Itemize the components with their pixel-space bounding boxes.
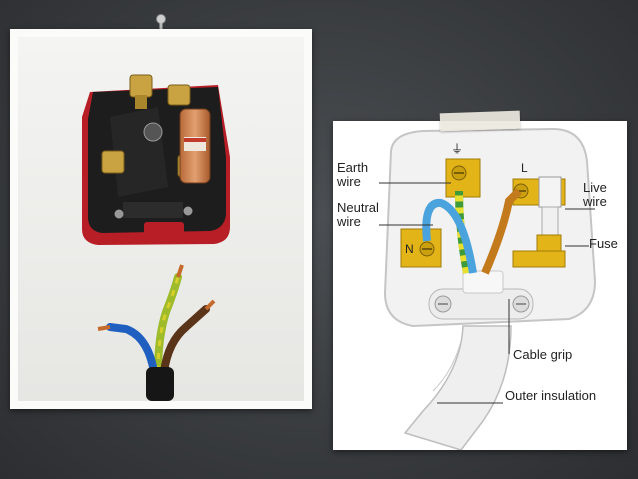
label-live-wire: Live wire — [583, 181, 607, 209]
label-earth-line1: Earth — [337, 160, 369, 175]
label-neutral-wire: Neutral wire — [337, 201, 379, 229]
plug-photo — [18, 37, 304, 401]
label-outer-insulation: Outer insulation — [505, 388, 597, 403]
plug-diagram-card: ⏚ Earth wire Neutral wire Live wire Fuse… — [333, 121, 627, 450]
plug-diagram: ⏚ — [379, 127, 597, 450]
tape-strip — [439, 110, 521, 132]
label-live-line2: wire — [583, 194, 607, 209]
label-terminal-n: N — [405, 242, 414, 256]
pushpin-icon — [156, 14, 166, 36]
svg-text:⏚: ⏚ — [451, 142, 463, 156]
label-earth-line2: wire — [337, 174, 361, 189]
label-neutral-line2: wire — [337, 214, 361, 229]
label-earth-wire: Earth wire — [337, 161, 368, 189]
label-neutral-line1: Neutral — [337, 200, 379, 215]
plug-photo-card — [10, 29, 312, 409]
label-fuse: Fuse — [589, 236, 618, 251]
label-cable-grip: Cable grip — [513, 347, 573, 362]
label-terminal-l: L — [521, 161, 528, 175]
label-live-line1: Live — [583, 180, 607, 195]
